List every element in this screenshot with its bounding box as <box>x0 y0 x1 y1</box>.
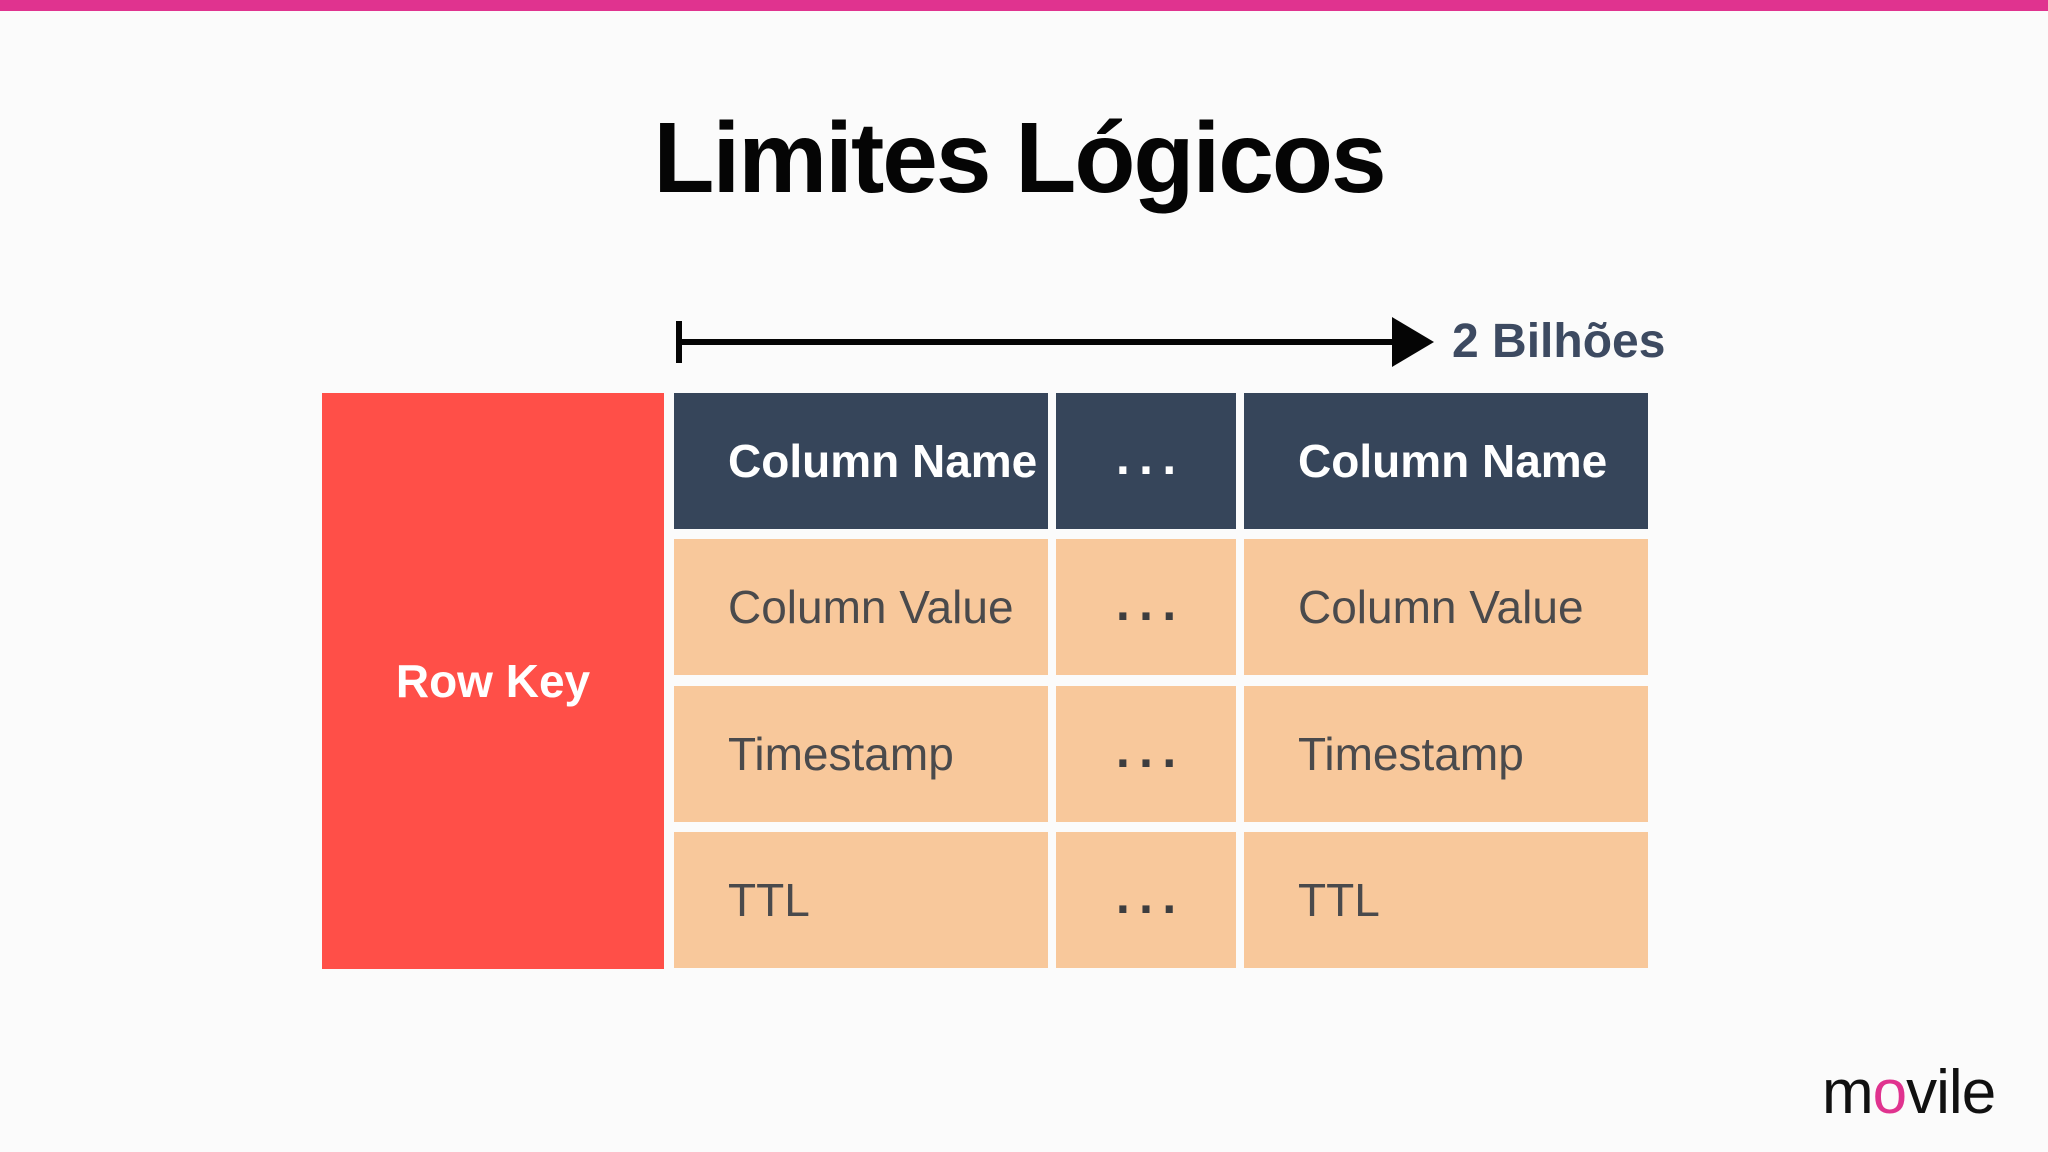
timestamp-cell-ellipsis: ... <box>1056 686 1236 822</box>
logo-text-end: vile <box>1906 1058 1996 1127</box>
ellipsis-label: ... <box>1115 877 1185 923</box>
range-arrow-icon <box>676 317 1434 367</box>
ttl-cell-last: TTL <box>1244 832 1648 968</box>
movile-logo: movile <box>1822 1062 1996 1124</box>
header-cell-label: Column Name <box>728 435 1038 487</box>
ttl-cell-label: TTL <box>728 874 810 926</box>
value-cell-label: Column Value <box>728 581 1014 633</box>
value-cell-first: Column Value <box>674 539 1048 675</box>
value-cell-last: Column Value <box>1244 539 1648 675</box>
header-cell-label: Column Name <box>1298 435 1608 487</box>
slide-title: Limites Lógicos <box>653 102 1386 214</box>
range-arrow-label: 2 Bilhões <box>1452 315 1666 368</box>
row-key-label: Row Key <box>395 655 591 707</box>
timestamp-cell-label: Timestamp <box>728 728 954 780</box>
value-cell-label: Column Value <box>1298 581 1584 633</box>
logo-text-start: m <box>1822 1058 1874 1127</box>
ellipsis-label: ... <box>1115 584 1185 630</box>
header-cell-last: Column Name <box>1244 393 1648 529</box>
timestamp-cell-label: Timestamp <box>1298 728 1524 780</box>
ellipsis-label: ... <box>1115 731 1185 777</box>
header-cell-first: Column Name <box>674 393 1048 529</box>
ttl-cell-first: TTL <box>674 832 1048 968</box>
ttl-cell-label: TTL <box>1298 874 1380 926</box>
logo-accent-letter: o <box>1872 1058 1907 1127</box>
header-cell-ellipsis: ... <box>1056 393 1236 529</box>
timestamp-cell-first: Timestamp <box>674 686 1048 822</box>
value-cell-ellipsis: ... <box>1056 539 1236 675</box>
top-accent-bar <box>0 0 2048 11</box>
ttl-cell-ellipsis: ... <box>1056 832 1236 968</box>
row-key-block: Row Key <box>322 393 664 969</box>
ellipsis-label: ... <box>1115 438 1185 484</box>
timestamp-cell-last: Timestamp <box>1244 686 1648 822</box>
